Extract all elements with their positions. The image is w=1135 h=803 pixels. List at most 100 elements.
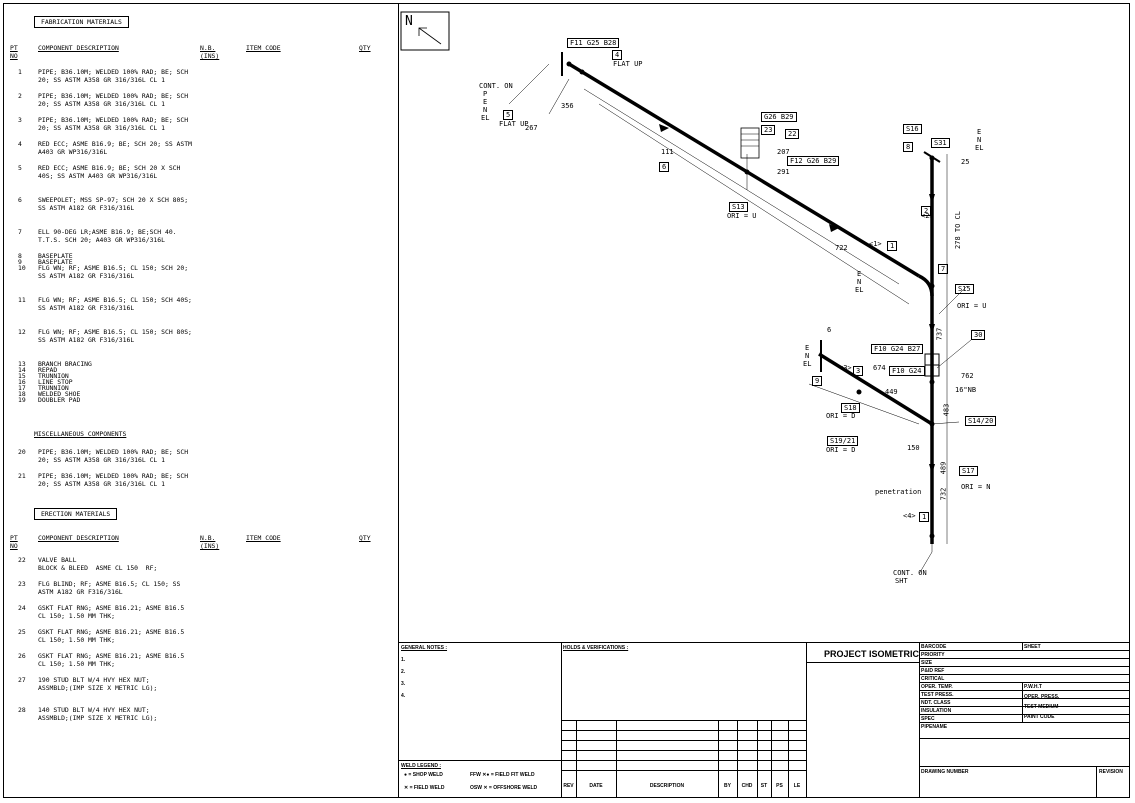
label-penetration: penetration — [875, 488, 922, 496]
bom-pt-no: 6 — [18, 196, 22, 204]
label-c3: <3> — [839, 364, 852, 372]
label-722: 722 — [835, 244, 848, 252]
header-pt: PT NO — [10, 44, 18, 60]
project-title: PROJECT ISOMETRIC — [824, 649, 920, 659]
pipe-run-branch — [818, 352, 933, 426]
label-6: 6 — [659, 162, 670, 172]
info-row-label: TEST PRESS. — [921, 692, 954, 698]
info-row-label: NDT. CLASS — [921, 700, 951, 706]
label-5: 5 — [503, 110, 514, 120]
bom-description: REPAD — [38, 366, 58, 374]
header-item: ITEM CODE — [246, 44, 281, 52]
rev-col-header: REV — [563, 783, 574, 789]
label-n2: N — [977, 136, 982, 144]
label-f10b: F10 G24 — [889, 366, 925, 376]
bom-description: FLG WN; RF; ASME B16.5; CL 150; SCH 20; … — [38, 264, 189, 280]
rev-col-header: BY — [724, 783, 731, 789]
fabrication-title: FABRICATION MATERIALS — [34, 16, 129, 28]
bom-pt-no: 19 — [18, 396, 26, 404]
bom-pt-no: 5 — [18, 164, 22, 172]
rev-col-header: DESCRIPTION — [649, 783, 685, 789]
info-row-label: OPER. TEMP. — [921, 684, 953, 690]
info-row-label: CRITICAL — [921, 676, 945, 682]
bom-description: LINE STOP — [38, 378, 73, 386]
bom-description: BASEPLATE — [38, 258, 73, 266]
label-1b: 1 — [919, 512, 930, 522]
label-s31: S31 — [931, 138, 950, 148]
bom-pt-no: 22 — [18, 556, 26, 564]
field-fit-weld-legend: FFW ✕● = FIELD FIT WELD — [470, 772, 535, 778]
field-weld-legend: ✕ = FIELD WELD — [404, 785, 445, 791]
misc-title: MISCELLANEOUS COMPONENTS — [34, 430, 127, 438]
header-desc: COMPONENT DESCRIPTION — [38, 44, 119, 52]
bom-pt-no: 8 — [18, 252, 22, 260]
bom-description: GSKT FLAT RNG; ASME B16.21; ASME B16.5 C… — [38, 628, 185, 644]
bom-pt-no: 18 — [18, 390, 26, 398]
note-4: 4. — [401, 693, 406, 699]
bom-pt-no: 16 — [18, 378, 26, 386]
note-1: 1. — [401, 657, 406, 663]
label-732: 732 — [939, 487, 948, 501]
bom-pt-no: 2 — [18, 92, 22, 100]
info-row-label: SPEC — [921, 716, 935, 722]
drawing-frame — [3, 3, 1130, 798]
paint-code-label: PAINT CODE — [1024, 714, 1055, 720]
bom-description: GSKT FLAT RNG; ASME B16.21; ASME B16.5 C… — [38, 652, 185, 668]
label-c2: <2> — [921, 212, 934, 220]
label-e3: E — [857, 270, 862, 278]
bom-description: PIPE; B36.10M; WELDED 100% RAD; BE; SCH … — [38, 448, 189, 464]
bom-description: DOUBLER PAD — [38, 396, 81, 404]
bom-pt-no: 25 — [18, 628, 26, 636]
label-9: 9 — [812, 376, 823, 386]
header-qty: QTY — [359, 534, 371, 542]
label-n: N — [483, 106, 488, 114]
label-762: 762 — [961, 372, 974, 380]
bom-pt-no: 9 — [18, 258, 22, 266]
label-c1: <1> — [869, 240, 882, 248]
bom-description: BASEPLATE — [38, 252, 73, 260]
info-row-label: PRIORITY — [921, 652, 945, 658]
oper-press-label: OPER. PRESS. — [1024, 694, 1060, 700]
label-s16: S16 — [903, 124, 922, 134]
bom-description: FLG WN; RF; ASME B16.5; CL 150; SCH 40S;… — [38, 296, 192, 312]
label-orid2: ORI = D — [826, 446, 856, 454]
label-n3: N — [857, 278, 862, 286]
label-278: 278 TO CL — [953, 211, 962, 249]
bom-pt-no: 20 — [18, 448, 26, 456]
label-sht: SHT — [895, 577, 908, 585]
info-row-label: PIPENAME — [921, 724, 948, 730]
bom-pt-no: 23 — [18, 580, 26, 588]
label-291: 291 — [777, 168, 790, 176]
bom-pt-no: 10 — [18, 264, 26, 272]
label-356: 356 — [561, 102, 574, 110]
panel-divider — [398, 3, 399, 798]
holds-title: HOLDS & VERIFICATIONS : — [563, 645, 629, 651]
bom-description: SWEEPOLET; MSS SP-97; SCH 20 X SCH 80S; … — [38, 196, 189, 212]
bom-pt-no: 7 — [18, 228, 22, 236]
bom-pt-no: 14 — [18, 366, 26, 374]
bom-description: VALVE BALL BLOCK & BLEED ASME CL 150 RF; — [38, 556, 158, 572]
bill-of-materials: FABRICATION MATERIALS PT NO COMPONENT DE… — [4, 4, 396, 796]
label-el2: EL — [975, 144, 984, 152]
label-f11: F11 G25 B28 — [567, 38, 620, 48]
label-7: 7 — [938, 264, 949, 274]
label-orin: ORI = N — [961, 483, 991, 491]
label-flatup2: FLAT UP — [499, 120, 529, 128]
label-111: 111 — [661, 148, 674, 156]
isometric-drawing: N F11 G25 B28 4 FLAT UP CONT. ON P E N E… — [399, 4, 1129, 642]
label-s14: S14/20 — [965, 416, 997, 426]
label-207: 207 — [777, 148, 790, 156]
bom-description: FLG WN; RF; ASME B16.5; CL 150; SCH 80S;… — [38, 328, 192, 344]
info-row-label: P&ID REF — [921, 668, 945, 674]
pipe-run-1 — [568, 62, 920, 278]
label-s18: S18 — [841, 403, 860, 413]
bom-description: GSKT FLAT RNG; ASME B16.21; ASME B16.5 C… — [38, 604, 185, 620]
info-row-label: INSULATION — [921, 708, 952, 714]
label-e4: E — [805, 344, 810, 352]
header-pt: PT NO — [10, 534, 18, 550]
label-8: 8 — [903, 142, 914, 152]
bom-description: TRUNNION — [38, 384, 69, 392]
label-3: 3 — [853, 366, 864, 376]
bom-description: BRANCH BRACING — [38, 360, 92, 368]
pwht-label: P.W.H.T — [1024, 684, 1042, 690]
